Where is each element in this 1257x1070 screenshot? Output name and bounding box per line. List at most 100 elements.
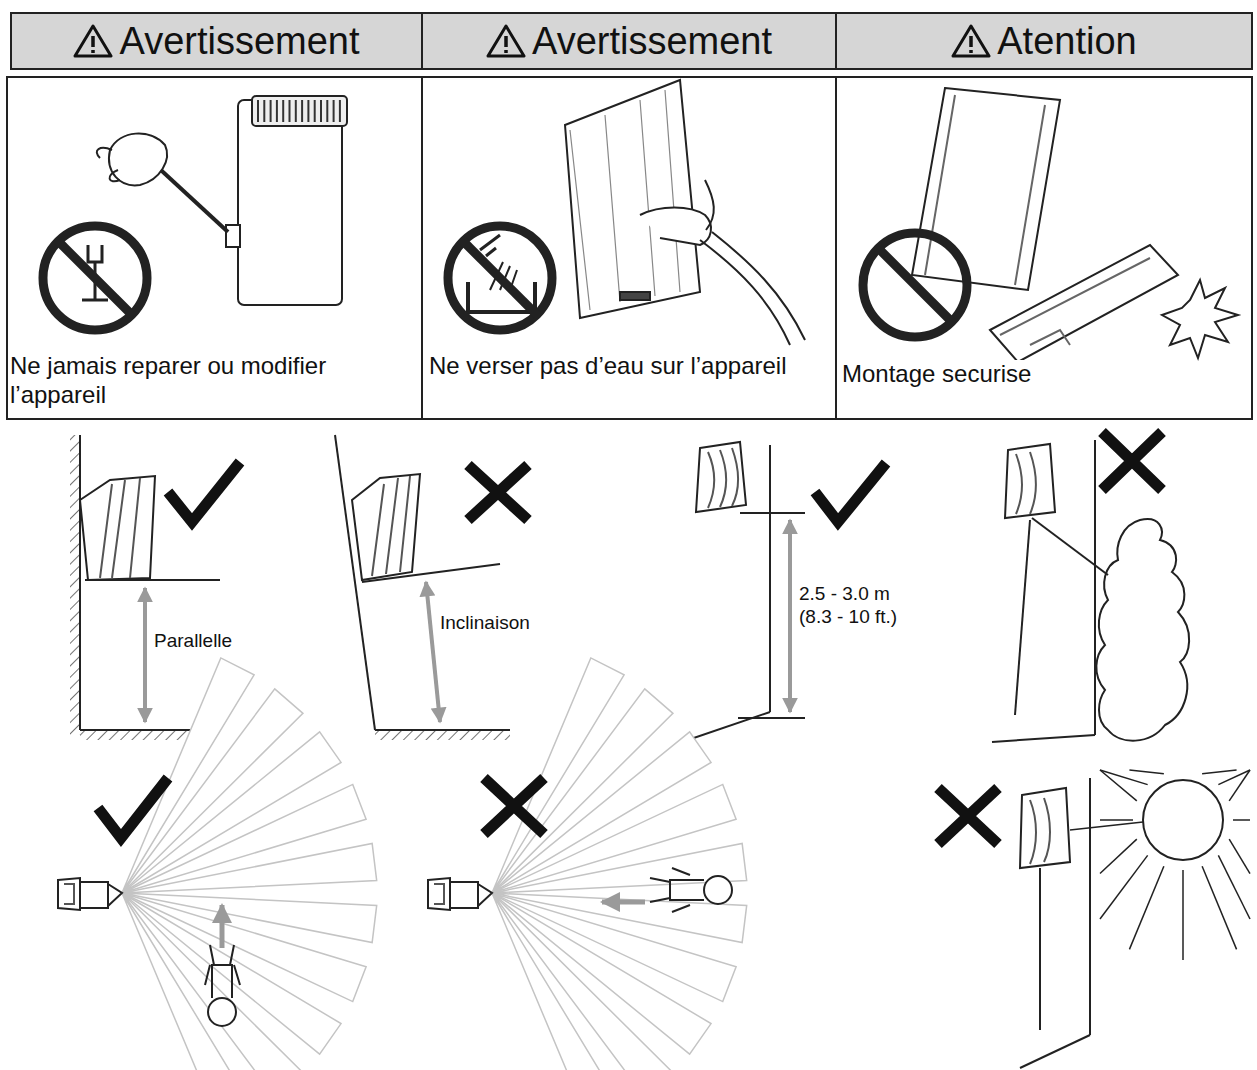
warning-icon <box>486 23 526 59</box>
vent-fin <box>333 100 335 122</box>
sunlight-bad-part <box>1020 788 1070 868</box>
warning-panel: Ne verser pas d’eau sur l’appareil <box>421 76 837 420</box>
caution-panel: Montage securise <box>835 76 1253 420</box>
sunlight-bad-part <box>1100 770 1250 960</box>
detection-good-part <box>98 778 168 838</box>
warning-mark <box>970 36 974 53</box>
sun-ray <box>1100 770 1137 801</box>
caption-text: Ne jamais reparer ou modifier l’appareil <box>10 352 410 410</box>
mount-inclined-part <box>426 582 440 722</box>
warning-header: Avertissement <box>10 12 423 70</box>
mount-parallel-part <box>100 478 140 578</box>
mount-height-part <box>769 445 771 712</box>
repair-illustration-part <box>109 134 167 186</box>
mount-height-part <box>738 717 805 719</box>
vent-fin <box>270 100 272 122</box>
caution-header: Atention <box>835 12 1253 70</box>
water-illustration-part <box>700 232 805 345</box>
vent-fin <box>307 100 309 122</box>
dimension-label: Parallelle <box>152 630 234 653</box>
sun-ray <box>1229 839 1250 873</box>
water-illustration-part <box>463 241 537 315</box>
mount-obstructed-part <box>1032 518 1108 575</box>
sun-ray <box>1070 822 1143 830</box>
detection-good-part <box>58 878 122 910</box>
caption-text: Montage securise <box>842 360 1031 389</box>
mount-height-part <box>682 712 770 742</box>
mount-parallel-part <box>85 579 220 581</box>
mount-height-part <box>788 520 792 712</box>
sunlight-bad-part <box>1143 780 1223 860</box>
falling-illustration-part <box>863 233 967 337</box>
detection-bad-part <box>428 878 492 910</box>
falling-illustration-part <box>1000 258 1150 345</box>
detection-good-part <box>205 945 240 998</box>
vent-fin <box>320 100 322 122</box>
repair-illustration-part <box>226 225 240 247</box>
detection-bad-part <box>602 900 645 905</box>
warning-triangle <box>953 26 989 56</box>
detection-bad-part <box>492 658 747 1070</box>
repair-illustration-part <box>82 245 108 300</box>
sun-ray <box>1202 866 1236 949</box>
sun-ray <box>1218 855 1250 919</box>
water-illustration-part <box>705 180 714 230</box>
sunlight-bad <box>938 770 1250 1068</box>
detection-good <box>58 658 377 1070</box>
mount-parallel-part <box>168 462 240 522</box>
detection-good-part <box>122 658 377 1070</box>
repair-illustration-part <box>238 100 342 305</box>
mount-parallel-part <box>79 435 81 730</box>
vent-fin <box>314 100 316 122</box>
repair-illustration-part <box>258 100 340 122</box>
mount-obstructed-part <box>1102 432 1162 490</box>
mount-obstructed-part <box>992 735 1095 742</box>
vent-fin <box>257 100 259 122</box>
mount-inclined-part <box>335 435 375 730</box>
falling-illustration <box>863 88 1238 362</box>
vent-fin <box>289 100 291 122</box>
vent-fin <box>276 100 278 122</box>
mount-inclined-part <box>375 730 510 740</box>
water-illustration-part <box>448 226 552 330</box>
mount-parallel-part <box>80 476 155 580</box>
warning-icon <box>951 23 991 59</box>
mount-inclined-part <box>352 474 420 580</box>
warning-panel: Ne jamais reparer ou modifier l’appareil <box>6 76 423 420</box>
mount-inclined-part <box>468 465 528 520</box>
mount-inclined-part <box>372 476 410 576</box>
repair-illustration-part <box>97 148 120 181</box>
mount-parallel-part <box>70 435 80 735</box>
water-illustration-part <box>640 208 711 246</box>
falling-illustration-part <box>912 88 1060 290</box>
water-illustration-part <box>480 235 500 256</box>
water-illustration-part <box>620 292 650 300</box>
header-text: Atention <box>997 22 1136 60</box>
detection-zone <box>122 893 254 1070</box>
vent-fin <box>339 100 341 122</box>
mount-height-part <box>708 448 738 508</box>
warning-icon <box>73 23 113 59</box>
sun-ray <box>1233 819 1250 821</box>
repair-illustration-part <box>252 96 347 126</box>
sun-ray <box>1129 770 1163 774</box>
repair-illustration <box>43 96 347 330</box>
mount-height-part <box>740 512 805 514</box>
mount-height-part <box>815 463 886 522</box>
warning-triangle <box>75 26 111 56</box>
dimension-value: 2.5 - 3.0 m (8.3 - 10 ft.) <box>797 583 919 629</box>
detection-zone <box>492 893 624 1070</box>
header-text: Avertissement <box>119 22 359 60</box>
warning-mark <box>92 36 96 53</box>
detection-bad-part <box>484 778 544 834</box>
detection-good-part <box>64 884 74 904</box>
mount-obstructed-part <box>1016 452 1036 514</box>
sun-ray <box>1229 770 1250 801</box>
sun-ray <box>1100 770 1148 785</box>
warning-header: Avertissement <box>421 12 837 70</box>
warning-mark <box>504 36 508 53</box>
mount-inclined-part <box>375 729 510 731</box>
sun-ray <box>1100 839 1137 873</box>
sunlight-bad-part <box>1089 778 1091 1035</box>
vent-fin <box>263 100 265 122</box>
